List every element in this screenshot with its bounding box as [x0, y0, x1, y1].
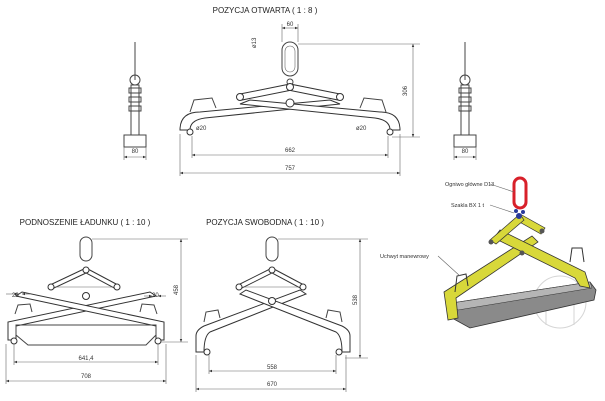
dim-height: 458	[174, 284, 180, 295]
dim-side-right: 80	[462, 149, 469, 155]
dim-ring-dia: ø13	[252, 37, 258, 48]
dim-height: 306	[403, 85, 409, 96]
view-title: PODNOSZENIE ŁADUNKU ( 1 : 10 )	[20, 218, 151, 227]
dim-pin-left: ø20	[196, 126, 207, 132]
view-title: POZYCJA SWOBODNA ( 1 : 10 )	[206, 218, 324, 227]
view-open-position: POZYCJA OTWARTA ( 1 : 8 ) 60 ø13 306 ø20…	[179, 6, 420, 176]
side-view-left: 80	[123, 42, 147, 160]
main-link-ring	[281, 41, 299, 77]
side-view-right: 80	[453, 42, 477, 160]
view-free-position: POZYCJA SWOBODNA ( 1 : 10 ) 538 558 670	[195, 218, 368, 392]
dim-side-left: 80	[132, 149, 139, 155]
main-link-red	[512, 176, 528, 210]
label-main-link: Ogniwo główne D13	[445, 182, 494, 188]
upper-link-left	[239, 83, 293, 101]
dim-inner: 662	[285, 148, 296, 154]
main-arm-right	[239, 99, 401, 131]
load-block	[15, 324, 157, 346]
dim-height: 538	[353, 294, 359, 305]
label-shackle: Szakla BX 1 t	[451, 203, 484, 209]
dim-left: 20	[12, 293, 19, 299]
dim-ring-width: 60	[287, 22, 294, 28]
dim-outer: 757	[285, 166, 296, 172]
view-lifting: PODNOSZENIE ŁADUNKU ( 1 : 10 ) 20 20 458…	[5, 218, 188, 384]
label-handle: Uchwyt manewrowy	[380, 254, 429, 260]
view-title: POZYCJA OTWARTA ( 1 : 8 )	[213, 6, 318, 15]
upper-link-right	[287, 83, 341, 101]
iso-view: Ogniwo główne D13 Szakla BX 1 t Uchwyt m…	[380, 176, 597, 329]
dim-inner: 558	[267, 365, 278, 371]
frame-arm-left	[443, 235, 539, 321]
dim-pin-right: ø20	[356, 126, 367, 132]
dim-outer: 708	[81, 374, 92, 380]
dim-right: 20	[152, 293, 159, 299]
dim-inner: 641,4	[78, 356, 94, 362]
dim-outer: 670	[267, 382, 278, 388]
